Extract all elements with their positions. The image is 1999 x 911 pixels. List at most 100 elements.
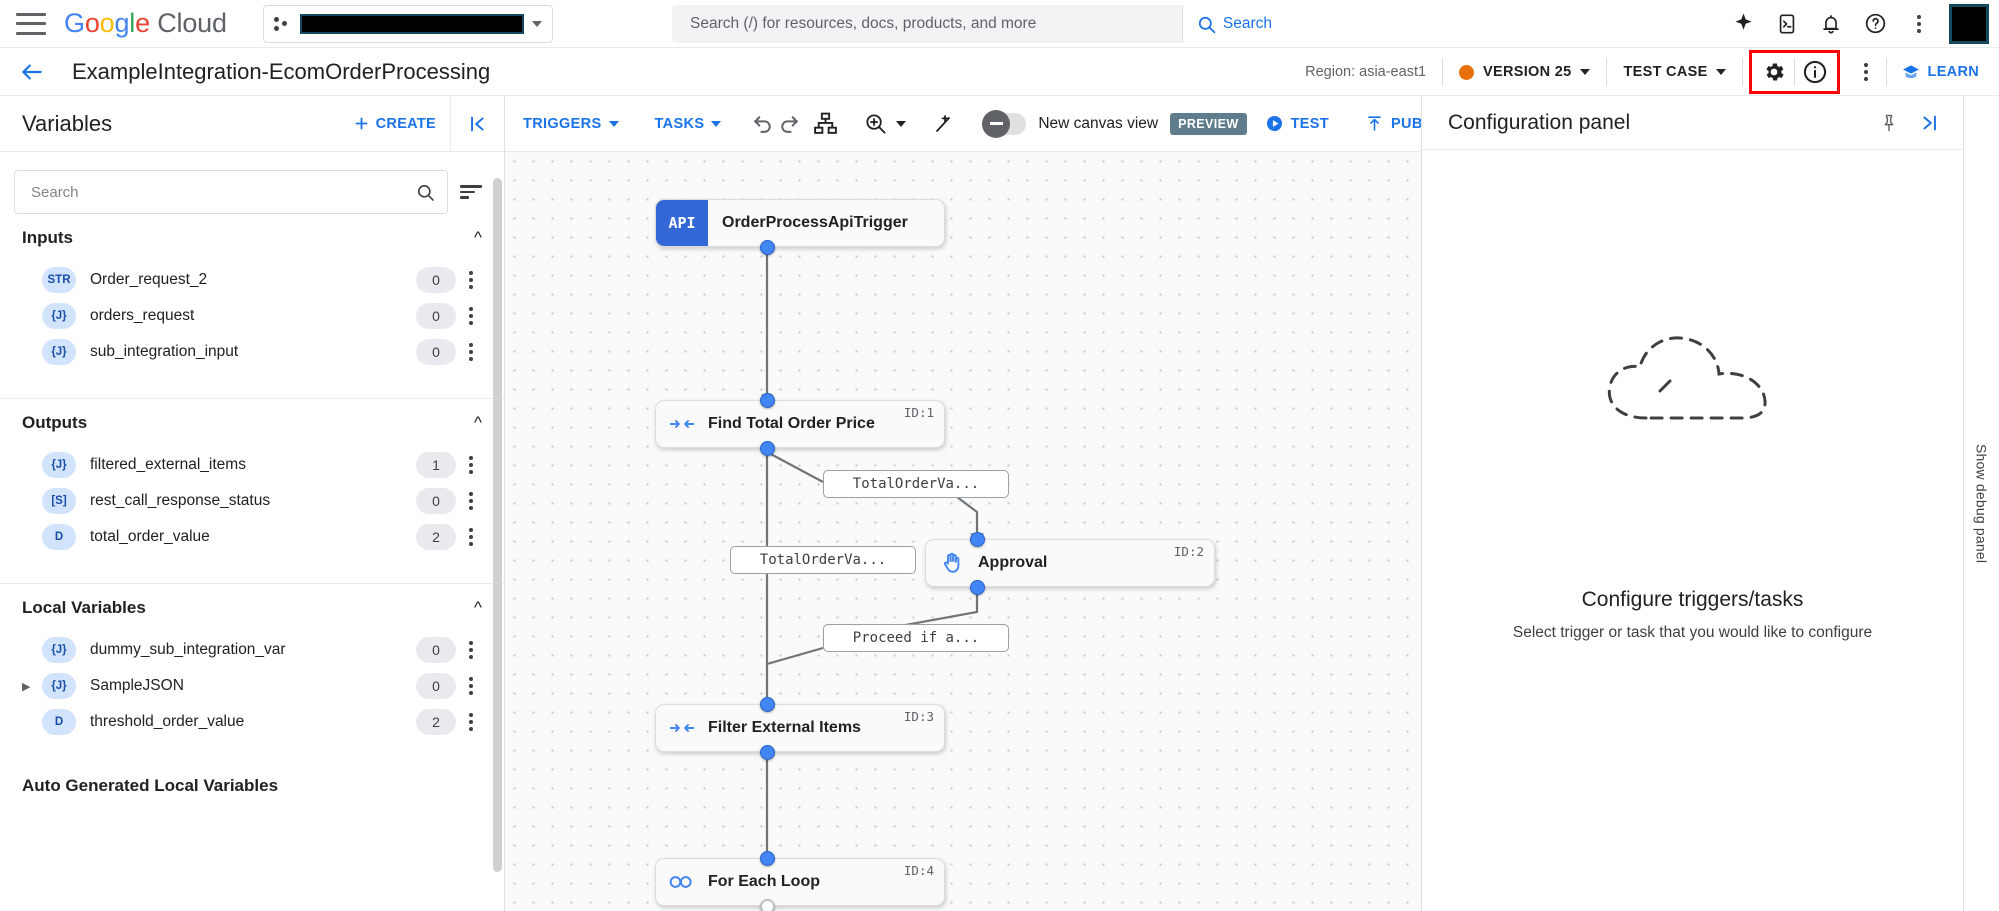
data-mapping-icon: [656, 718, 708, 738]
magic-wand-icon[interactable]: [932, 96, 956, 152]
pin-icon[interactable]: [1869, 103, 1909, 143]
project-picker[interactable]: [262, 4, 553, 43]
row-more-options-icon[interactable]: [456, 456, 486, 474]
page-more-options-icon[interactable]: [1846, 52, 1886, 92]
help-question-icon[interactable]: [1855, 4, 1895, 44]
variable-count-badge: 2: [416, 709, 456, 735]
triggers-menu[interactable]: TRIGGERS: [505, 116, 637, 132]
collapse-left-icon[interactable]: [450, 95, 504, 152]
section-header-inputs[interactable]: Inputs ^: [0, 214, 504, 262]
flow-node-task-3[interactable]: Filter External Items ID:3: [655, 704, 945, 752]
variable-row[interactable]: STR Order_request_2 0: [0, 262, 504, 298]
section-header-local-variables[interactable]: Local Variables ^: [0, 584, 504, 632]
gear-icon[interactable]: [1754, 52, 1794, 92]
node-output-port[interactable]: [970, 580, 985, 595]
chevron-down-icon: [896, 120, 907, 127]
undo-icon[interactable]: [751, 96, 776, 152]
edge-label[interactable]: Proceed if a...: [823, 624, 1009, 652]
node-output-port[interactable]: [760, 240, 775, 255]
back-arrow-icon[interactable]: [18, 58, 46, 86]
configuration-panel-title: Configuration panel: [1448, 110, 1631, 134]
variable-count-badge: 0: [416, 637, 456, 663]
region-label: Region: asia-east1: [1305, 64, 1427, 80]
divider: [0, 398, 504, 399]
row-more-options-icon[interactable]: [456, 641, 486, 659]
variables-scrollbar[interactable]: [493, 178, 502, 872]
row-more-options-icon[interactable]: [456, 528, 486, 546]
node-output-port[interactable]: [760, 441, 775, 456]
global-search-bar[interactable]: Search (/) for resources, docs, products…: [672, 5, 1290, 43]
hamburger-menu-icon[interactable]: [16, 12, 46, 35]
row-more-options-icon[interactable]: [456, 343, 486, 361]
flow-node-task-1[interactable]: Find Total Order Price ID:1: [655, 400, 945, 448]
create-variable-button[interactable]: CREATE: [353, 115, 450, 132]
global-search-button[interactable]: Search: [1181, 5, 1290, 43]
gemini-sparkle-icon[interactable]: [1723, 4, 1763, 44]
notifications-bell-icon[interactable]: [1811, 4, 1851, 44]
project-name-redacted: [299, 13, 524, 34]
info-circle-icon[interactable]: [1795, 52, 1835, 92]
edge-label[interactable]: TotalOrderVa...: [823, 470, 1009, 498]
chevron-up-icon[interactable]: ^: [474, 228, 482, 247]
variable-type-badge: {J}: [42, 637, 76, 663]
zoom-control[interactable]: [850, 112, 920, 135]
section-header-outputs[interactable]: Outputs ^: [0, 399, 504, 447]
show-debug-panel-strip[interactable]: Show debug panel: [1963, 96, 1999, 911]
sort-filter-icon[interactable]: [460, 185, 486, 199]
chevron-up-icon[interactable]: ^: [474, 413, 482, 432]
collapse-right-icon[interactable]: [1909, 103, 1949, 143]
row-more-options-icon[interactable]: [456, 271, 486, 289]
flow-node-task-2[interactable]: Approval ID:2: [925, 539, 1215, 587]
row-more-options-icon[interactable]: [456, 307, 486, 325]
section-title: Inputs: [22, 228, 73, 247]
row-more-options-icon[interactable]: [456, 677, 486, 695]
variable-row[interactable]: {J} orders_request 0: [0, 298, 504, 334]
node-input-port[interactable]: [760, 851, 775, 866]
node-id: ID:2: [1173, 544, 1204, 559]
variable-row[interactable]: D threshold_order_value 2: [0, 704, 504, 740]
version-selector[interactable]: VERSION 25: [1443, 64, 1606, 80]
variable-row[interactable]: {J} filtered_external_items 1: [0, 447, 504, 483]
variables-panel: Variables CREATE: [0, 95, 505, 911]
variable-row[interactable]: D total_order_value 2: [0, 519, 504, 555]
project-dots-icon: [273, 15, 292, 33]
divider: [1442, 58, 1444, 86]
flow-node-trigger[interactable]: API OrderProcessApiTrigger: [655, 199, 945, 247]
test-case-selector[interactable]: TEST CASE: [1607, 64, 1741, 80]
flow-node-task-4[interactable]: For Each Loop ID:4: [655, 858, 945, 906]
row-expander-icon[interactable]: ▶: [22, 680, 31, 693]
learn-graduation-icon: [1902, 65, 1919, 79]
node-output-port[interactable]: [760, 899, 775, 911]
variable-row[interactable]: [S] rest_call_response_status 0: [0, 483, 504, 519]
learn-button[interactable]: LEARN: [1887, 62, 1999, 82]
search-input[interactable]: [31, 183, 416, 201]
variable-row[interactable]: ▶ {J} SampleJSON 0: [0, 668, 504, 704]
more-options-icon[interactable]: [1899, 4, 1939, 44]
node-input-port[interactable]: [760, 697, 775, 712]
variable-row[interactable]: {J} dummy_sub_integration_var 0: [0, 632, 504, 668]
global-top-bar: Google Cloud Search (/) for resources, d…: [0, 0, 1999, 48]
node-input-port[interactable]: [970, 532, 985, 547]
test-button[interactable]: TEST: [1247, 114, 1347, 133]
integration-flow-canvas[interactable]: API OrderProcessApiTrigger Find Total Or…: [505, 152, 1421, 911]
variables-search-box[interactable]: [14, 170, 448, 214]
page-title: ExampleIntegration-EcomOrderProcessing: [72, 58, 491, 84]
cloud-shell-icon[interactable]: [1767, 4, 1807, 44]
row-more-options-icon[interactable]: [456, 713, 486, 731]
section-header-auto-generated[interactable]: Auto Generated Local Variables: [0, 762, 504, 810]
divider: [1793, 58, 1795, 86]
auto-layout-icon[interactable]: [813, 96, 838, 152]
variable-row[interactable]: {J} sub_integration_input 0: [0, 334, 504, 370]
chevron-up-icon[interactable]: ^: [474, 598, 482, 617]
account-avatar[interactable]: [1949, 3, 1989, 44]
global-search-placeholder[interactable]: Search (/) for resources, docs, products…: [690, 15, 1037, 32]
redo-icon[interactable]: [776, 96, 801, 152]
data-mapping-icon: [656, 414, 708, 434]
new-canvas-view-toggle[interactable]: [982, 109, 1027, 138]
node-input-port[interactable]: [760, 393, 775, 408]
google-cloud-logo[interactable]: Google Cloud: [64, 8, 227, 38]
node-output-port[interactable]: [760, 745, 775, 760]
row-more-options-icon[interactable]: [456, 492, 486, 510]
edge-label[interactable]: TotalOrderVa...: [730, 546, 916, 574]
tasks-menu[interactable]: TASKS: [637, 116, 740, 132]
